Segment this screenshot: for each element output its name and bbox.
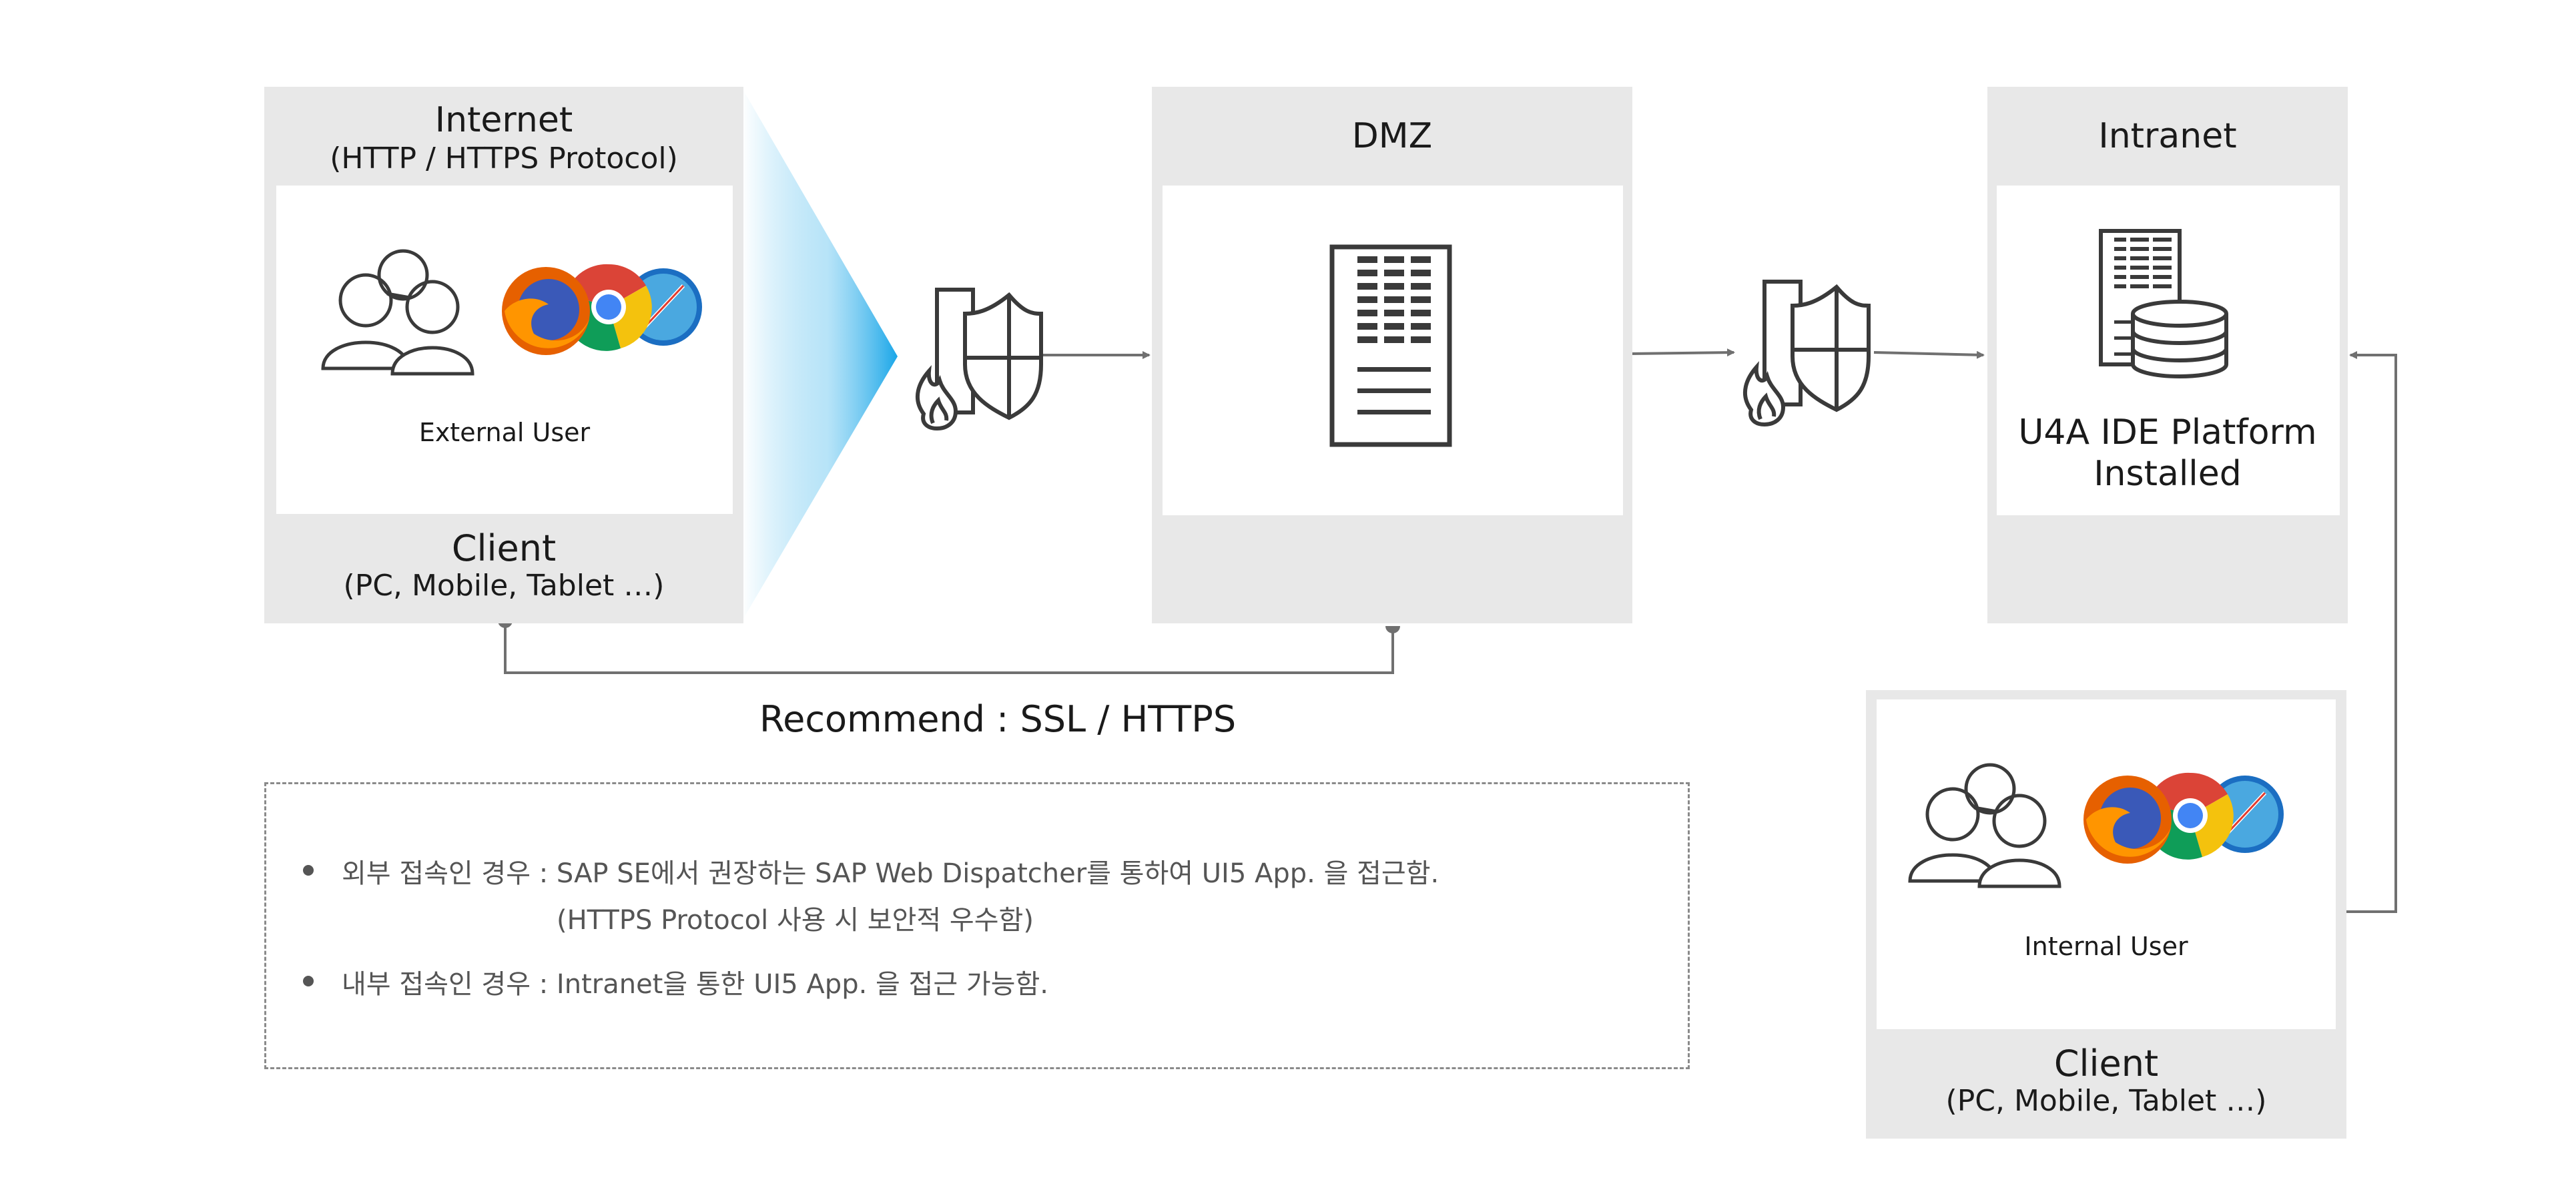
arrow-internal-client-to-intranet bbox=[2344, 351, 2397, 913]
internal-client-title: Client bbox=[2053, 1043, 2159, 1085]
internal-client-subtitle: (PC, Mobile, Tablet …) bbox=[1945, 1084, 2267, 1118]
internet-zone-subtitle: (HTTP / HTTPS Protocol) bbox=[330, 141, 678, 176]
recommend-label: Recommend : SSL / HTTPS bbox=[759, 698, 1237, 740]
internal-user-label: Internal User bbox=[2024, 932, 2188, 961]
internet-zone-title: Internet bbox=[434, 100, 573, 140]
internet-client-subtitle: (PC, Mobile, Tablet …) bbox=[343, 569, 665, 603]
internet-client-title: Client bbox=[451, 527, 557, 569]
external-user-label: External User bbox=[418, 418, 591, 447]
platform-label-line1: U4A IDE Platform bbox=[2018, 412, 2317, 453]
users-group-icon bbox=[1908, 763, 2061, 888]
note-external-line1: 외부 접속인 경우 : SAP SE에서 권장하는 SAP Web Dispat… bbox=[342, 858, 1439, 889]
arrow-dmz-to-firewall2 bbox=[1629, 348, 1735, 357]
browsers-icon bbox=[502, 264, 702, 355]
browsers-icon bbox=[2083, 772, 2284, 864]
ssl-bracket-line bbox=[504, 621, 1394, 674]
firewall-shield-icon bbox=[1742, 280, 1871, 427]
firewall-shield-icon bbox=[915, 288, 1043, 431]
intranet-zone-title: Intranet bbox=[2098, 116, 2237, 156]
platform-label-line2: Installed bbox=[2094, 454, 2242, 494]
notes-bullet-internal bbox=[303, 976, 314, 986]
server-rack-icon bbox=[1329, 244, 1452, 447]
note-external-line2: (HTTPS Protocol 사용 시 보안적 우수함) bbox=[557, 905, 1034, 936]
notes-bullet-external bbox=[303, 865, 314, 876]
arrow-firewall2-to-intranet bbox=[1873, 350, 1985, 359]
dmz-zone-title: DMZ bbox=[1351, 116, 1433, 156]
users-group-icon bbox=[321, 249, 474, 376]
ssl-bracket-dot-right bbox=[1385, 626, 1400, 633]
database-server-icon bbox=[2099, 229, 2228, 378]
notes-box bbox=[264, 782, 1690, 1069]
note-internal-line1: 내부 접속인 경우 : Intranet을 통한 UI5 App. 을 접근 가… bbox=[342, 969, 1048, 1000]
internet-beam bbox=[742, 88, 898, 621]
